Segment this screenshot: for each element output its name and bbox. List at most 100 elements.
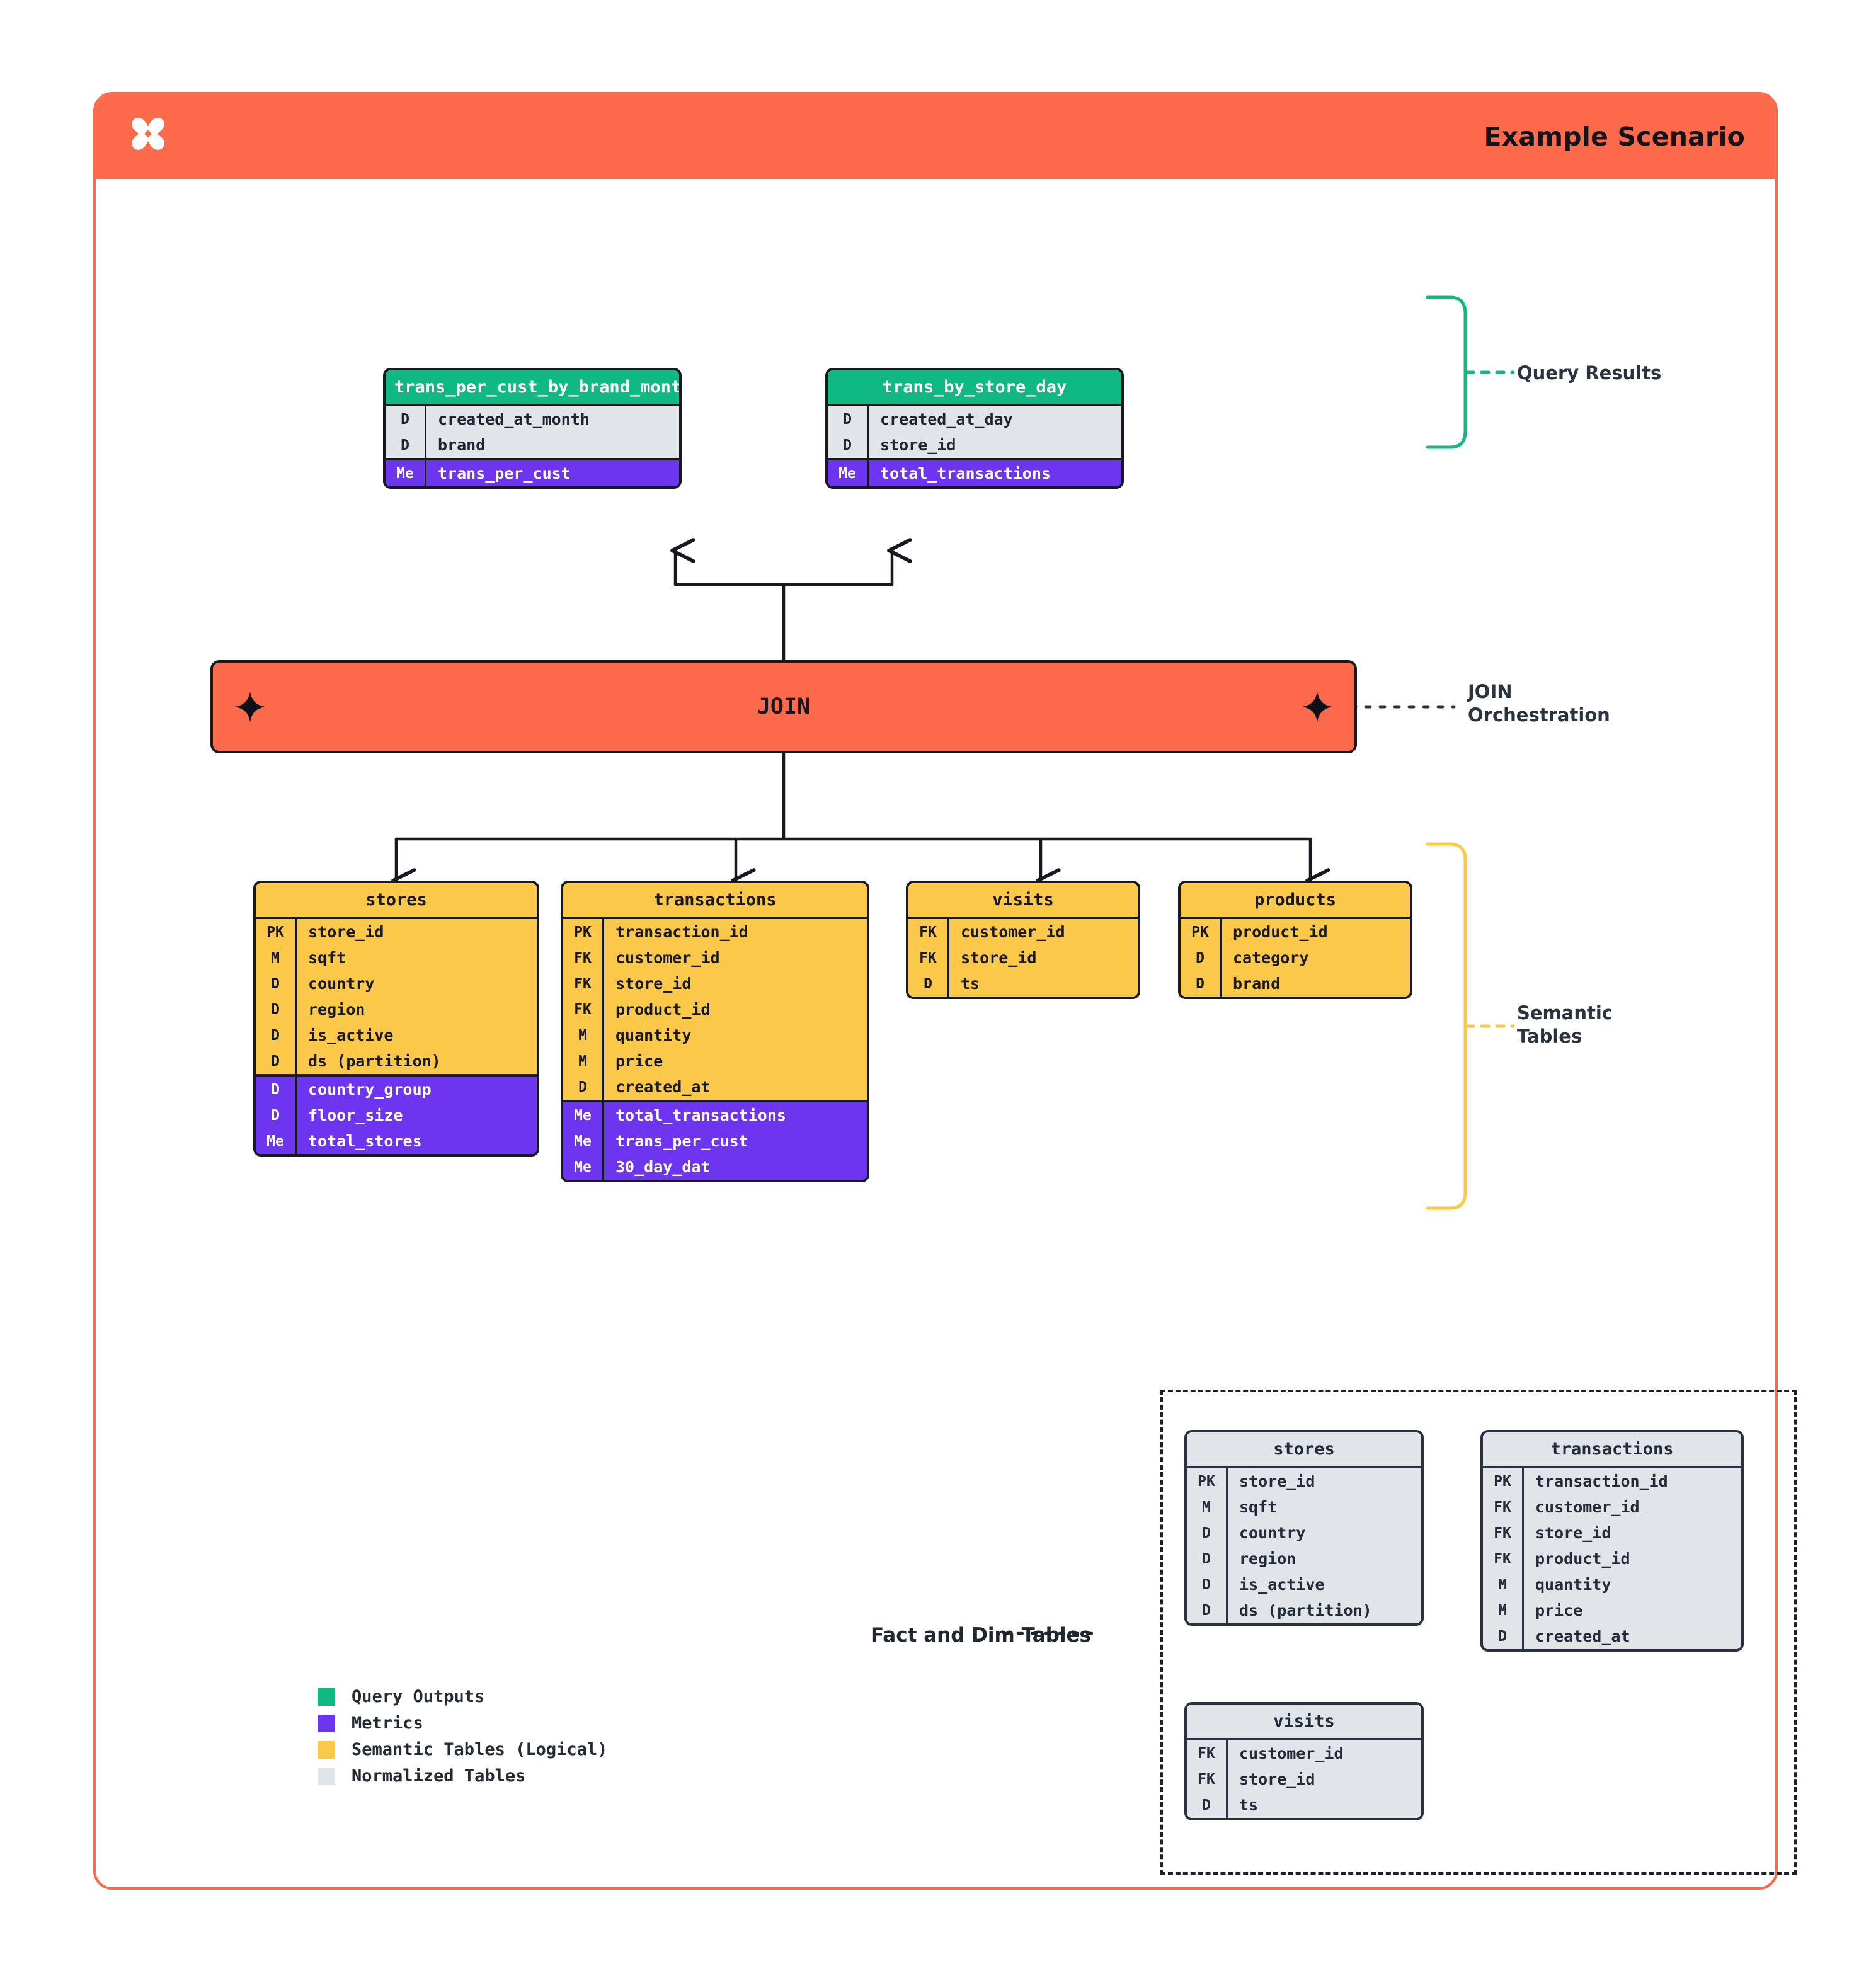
- col-field: price: [1522, 1597, 1741, 1623]
- col-kind: D: [843, 437, 852, 454]
- col-kind: D: [271, 1081, 280, 1098]
- col-kind: M: [1202, 1499, 1211, 1516]
- col-field: customer_id: [1226, 1740, 1421, 1766]
- table-title: transactions: [1483, 1432, 1741, 1466]
- table-title: visits: [908, 883, 1138, 917]
- col-kind: FK: [574, 1001, 592, 1018]
- join-orchestration-annotation: JOIN Orchestration: [1468, 681, 1610, 726]
- col-kind: M: [1498, 1576, 1507, 1593]
- col-field: brand: [425, 432, 679, 458]
- col-field: quantity: [602, 1022, 867, 1048]
- col-field: product_id: [602, 997, 867, 1022]
- col-kind: FK: [1494, 1524, 1511, 1541]
- col-field: brand: [1220, 971, 1410, 997]
- col-kind: Me: [838, 465, 856, 482]
- legend-label: Semantic Tables (Logical): [352, 1740, 608, 1759]
- col-kind: D: [1202, 1550, 1211, 1567]
- col-field: region: [295, 997, 537, 1022]
- sparkle-icon: [1300, 690, 1334, 724]
- col-kind: FK: [1198, 1771, 1215, 1788]
- table-title: transactions: [563, 883, 867, 917]
- col-kind: D: [1196, 975, 1204, 992]
- col-field: ts: [947, 971, 1138, 997]
- table-title: products: [1181, 883, 1410, 917]
- col-kind: FK: [574, 949, 592, 966]
- col-kind: FK: [1494, 1499, 1511, 1516]
- metric-section: Me trans_per_cust: [386, 458, 679, 486]
- col-field: customer_id: [1522, 1494, 1741, 1520]
- col-kind: M: [1498, 1602, 1507, 1619]
- col-kind: M: [271, 949, 280, 966]
- col-field: customer_id: [947, 919, 1138, 945]
- query-result-table[interactable]: trans_by_store_day D created_at_day D st…: [825, 368, 1124, 489]
- table-title: visits: [1187, 1705, 1421, 1738]
- col-field: store_id: [602, 971, 867, 997]
- join-orchestration-bar[interactable]: JOIN: [210, 660, 1357, 753]
- table-row: D created_at_day: [828, 406, 1121, 432]
- col-kind: D: [1196, 949, 1204, 966]
- col-field: floor_size: [295, 1102, 537, 1128]
- header-bar: Example Scenario: [96, 94, 1775, 179]
- col-field: total_transactions: [867, 460, 1121, 486]
- col-kind: PK: [1191, 923, 1209, 940]
- col-kind: D: [271, 975, 280, 992]
- table-row: Me trans_per_cust: [386, 460, 679, 486]
- col-kind: FK: [574, 975, 592, 992]
- col-kind: D: [1202, 1797, 1211, 1814]
- col-kind: D: [401, 437, 409, 454]
- col-field: sqft: [295, 945, 537, 971]
- col-kind: PK: [574, 923, 592, 940]
- col-field: country_group: [295, 1077, 537, 1102]
- col-kind: PK: [1494, 1473, 1511, 1490]
- col-kind: Me: [396, 465, 414, 482]
- col-field: store_id: [1226, 1468, 1421, 1494]
- col-kind: M: [578, 1027, 587, 1044]
- col-kind: D: [1202, 1524, 1211, 1541]
- col-field: store_id: [867, 432, 1121, 458]
- query-result-table[interactable]: trans_per_cust_by_brand_month D created_…: [383, 368, 682, 489]
- col-field: ds (partition): [1226, 1597, 1421, 1623]
- col-field: country: [1226, 1520, 1421, 1546]
- col-kind: D: [1498, 1628, 1507, 1645]
- col-field: ds (partition): [295, 1048, 537, 1074]
- dimension-section: D created_at_day D store_id: [828, 404, 1121, 458]
- col-field: store_id: [1522, 1520, 1741, 1546]
- col-field: sqft: [1226, 1494, 1421, 1520]
- col-field: transaction_id: [602, 919, 867, 945]
- sparkle-x-logo-icon: [123, 112, 173, 161]
- fact-and-dim-annotation: Fact and Dim Tables: [870, 1624, 1091, 1647]
- metric-section: Me total_transactions: [828, 458, 1121, 486]
- col-field: region: [1226, 1546, 1421, 1572]
- table-row: FK store_id: [1483, 1520, 1741, 1546]
- legend-label: Metrics: [352, 1713, 423, 1733]
- col-kind: D: [1202, 1576, 1211, 1593]
- col-field: product_id: [1522, 1546, 1741, 1572]
